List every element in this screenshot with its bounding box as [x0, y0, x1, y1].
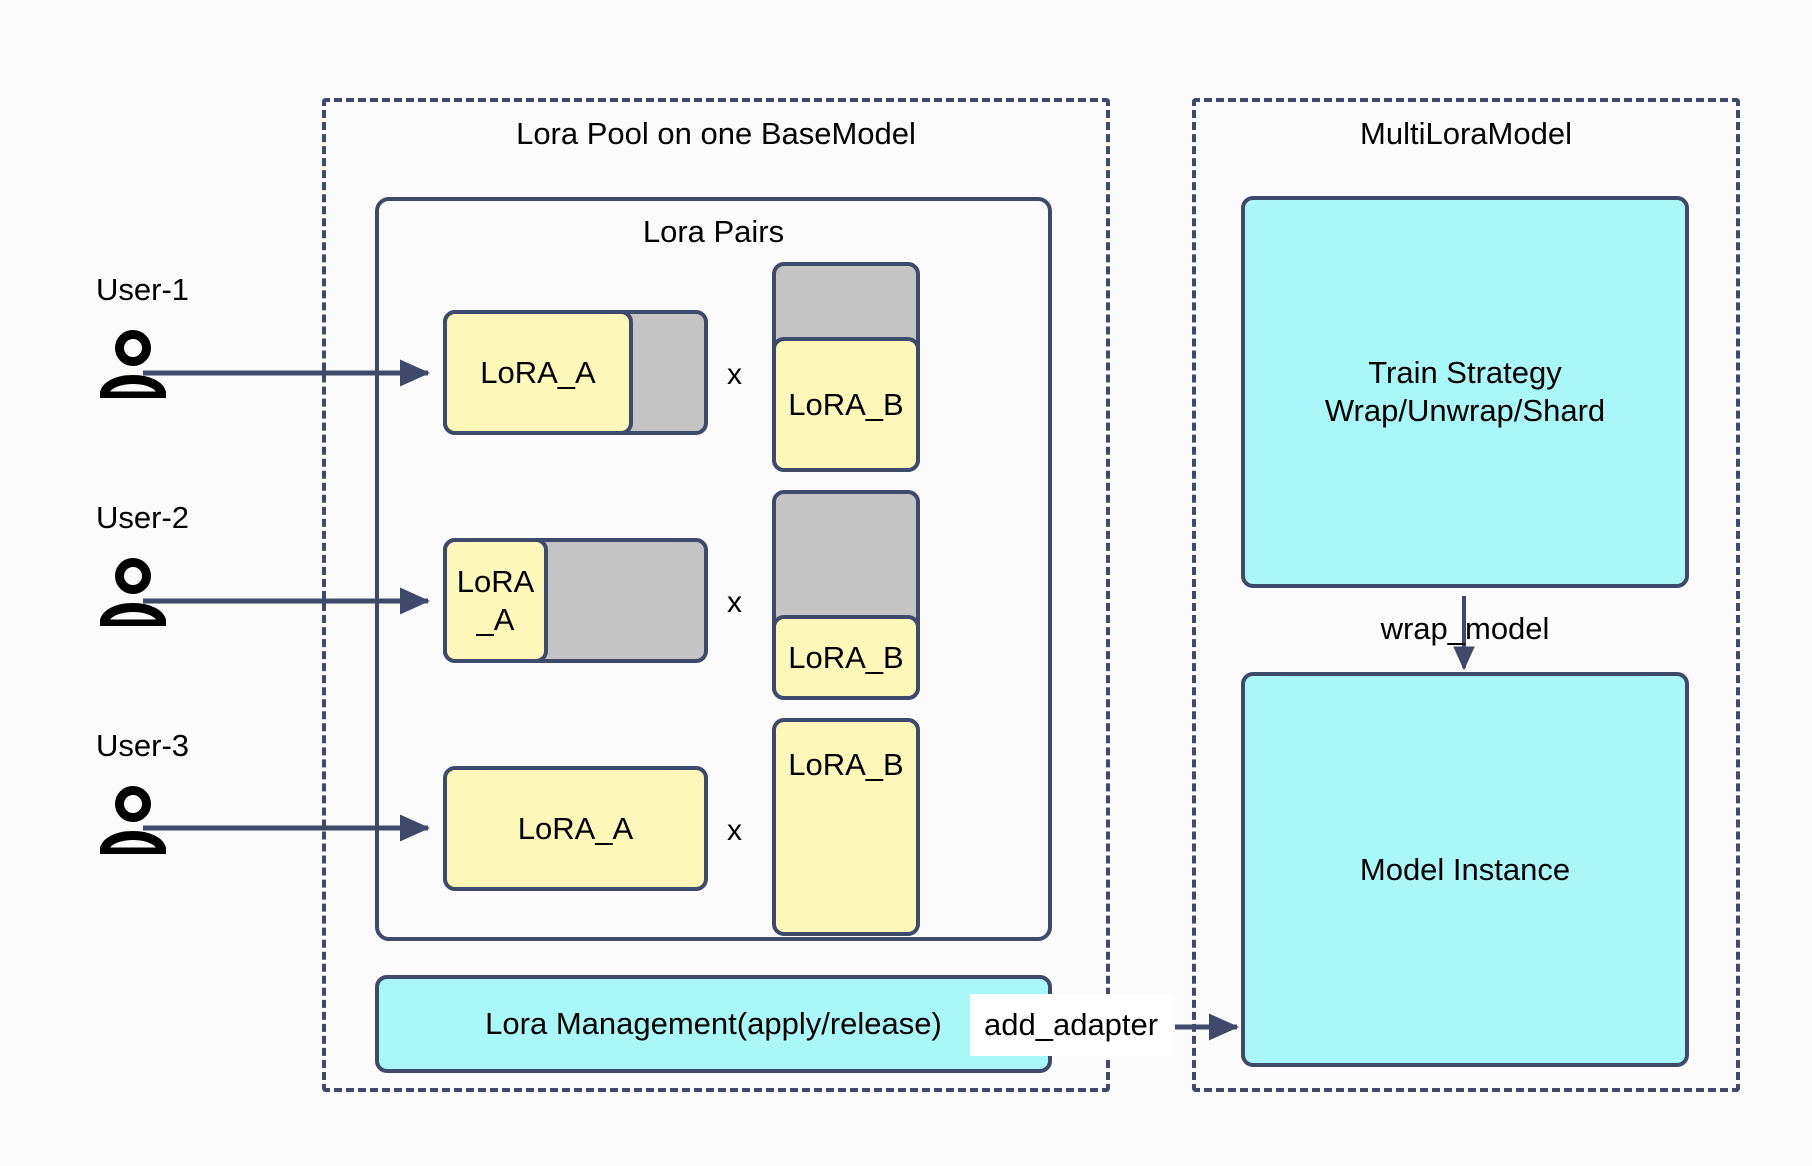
user-glyph-2 [99, 558, 167, 629]
train-strategy-line2: Wrap/Unwrap/Shard [1324, 393, 1606, 428]
model-instance-box[interactable]: Model Instance [1241, 672, 1689, 1067]
user-label-3: User-3 [96, 728, 190, 763]
lora-a-label-1: LoRA_A [480, 354, 596, 390]
add-adapter-text: add_adapter [984, 1007, 1159, 1042]
multilora-model-title: MultiLoraModel [1360, 116, 1572, 151]
lora-b-label-2: LoRA_B [788, 639, 904, 675]
lora-b-label-1: LoRA_B [788, 386, 904, 422]
user-label-2: User-2 [96, 500, 190, 535]
lora-management-label: Lora Management(apply/release) [485, 1006, 942, 1042]
lora-pairs-group [375, 197, 1052, 941]
user-icon-2[interactable] [99, 558, 167, 629]
lora-a-active-2[interactable]: LoRA _A [443, 538, 548, 663]
multilora-model-group [1192, 98, 1740, 1092]
multiply-symbol-2: x [727, 586, 742, 619]
train-strategy-line1: Train Strategy [1368, 355, 1562, 391]
lora-pairs-title: Lora Pairs [642, 214, 785, 249]
lora-a-label-3: LoRA_A [517, 810, 634, 846]
model-instance-label: Model Instance [1359, 851, 1571, 887]
lora-management-bar[interactable]: Lora Management(apply/release) [375, 975, 1052, 1073]
wrap-model-label: wrap_model [1380, 611, 1550, 646]
multiply-symbol-3: x [727, 814, 742, 847]
lora-b-container-3[interactable]: LoRA_B [772, 718, 920, 936]
lora-b-active-2[interactable]: LoRA_B [772, 615, 920, 700]
lora-pool-group [322, 98, 1110, 1092]
user-glyph-3 [99, 786, 167, 857]
train-strategy-box[interactable]: Train Strategy Wrap/Unwrap/Shard [1241, 196, 1689, 588]
multiply-symbol-1: x [727, 358, 742, 391]
add-adapter-label: add_adapter [970, 994, 1175, 1056]
lora-a-active-1[interactable]: LoRA_A [443, 310, 633, 435]
user-glyph-1 [99, 330, 167, 401]
lora-b-label-3: LoRA_B [788, 747, 904, 783]
lora-a-container-3[interactable]: LoRA_A [443, 766, 708, 891]
lora-b-active-1[interactable]: LoRA_B [772, 337, 920, 472]
lora-pool-title: Lora Pool on one BaseModel [516, 116, 916, 151]
user-label-1: User-1 [96, 272, 190, 307]
user-icon-1[interactable] [99, 330, 167, 401]
user-icon-3[interactable] [99, 786, 167, 857]
lora-a-label-2: LoRA _A [456, 563, 535, 637]
